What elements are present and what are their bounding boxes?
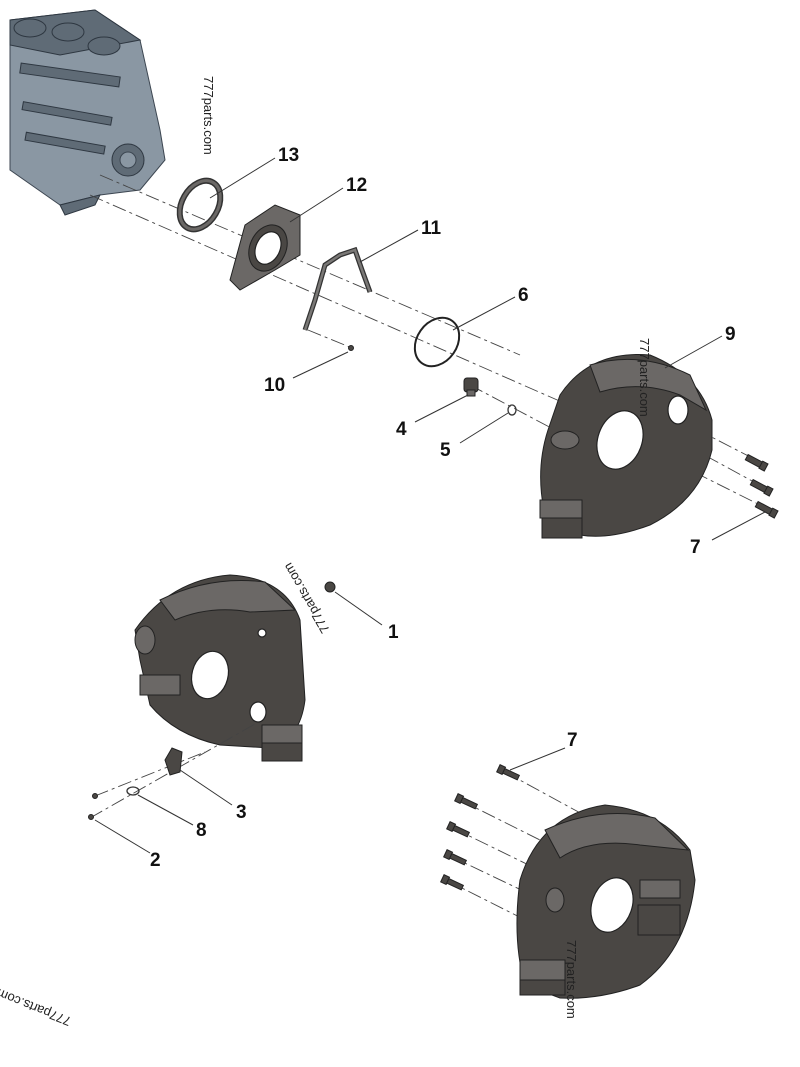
- callout-8: 8: [196, 820, 207, 841]
- watermark-text: 777parts.com: [564, 940, 579, 1019]
- o-ring-8: [126, 786, 140, 796]
- callout-11: 11: [421, 218, 442, 239]
- callout-3: 3: [236, 802, 247, 823]
- callout-labels: 13 12 11 6 9 10 4 5 7 1 3 8 2 7: [150, 145, 736, 871]
- plug-4: [463, 377, 479, 397]
- gasket-11: [302, 246, 373, 331]
- callout-7-upper: 7: [690, 537, 701, 558]
- plug-1: [324, 581, 336, 593]
- callout-13: 13: [278, 145, 299, 166]
- callout-2: 2: [150, 850, 161, 871]
- callout-6: 6: [518, 285, 529, 306]
- callout-12: 12: [346, 175, 367, 196]
- oil-seal-13: [176, 177, 224, 233]
- callout-10: 10: [264, 375, 285, 396]
- axis-lines-upper: [89, 174, 771, 511]
- callout-5: 5: [440, 440, 451, 461]
- capscrews-7-lower: [440, 764, 521, 891]
- pin-10: [348, 345, 354, 351]
- engine-block: [9, 9, 166, 216]
- callout-1: 1: [388, 622, 399, 643]
- callout-9: 9: [725, 324, 736, 345]
- o-ring-6: [413, 316, 461, 368]
- callout-7-lower: 7: [567, 730, 578, 751]
- callout-4: 4: [396, 419, 407, 440]
- cover-plate-3: [164, 747, 183, 776]
- flywheel-housing-9: [539, 354, 713, 539]
- leader-lines: [94, 157, 766, 854]
- o-ring-5: [507, 404, 517, 416]
- screws-2: [88, 793, 98, 820]
- watermark-text: 777parts.com: [637, 338, 652, 417]
- capscrews-7-upper: [744, 453, 779, 519]
- seal-carrier-12: [229, 204, 301, 291]
- flywheel-housing-front: [134, 574, 306, 762]
- watermark-text: 777parts.com: [201, 76, 216, 155]
- watermark-text: 777parts.com: [0, 986, 73, 1029]
- flywheel-housing-rear: [516, 804, 696, 999]
